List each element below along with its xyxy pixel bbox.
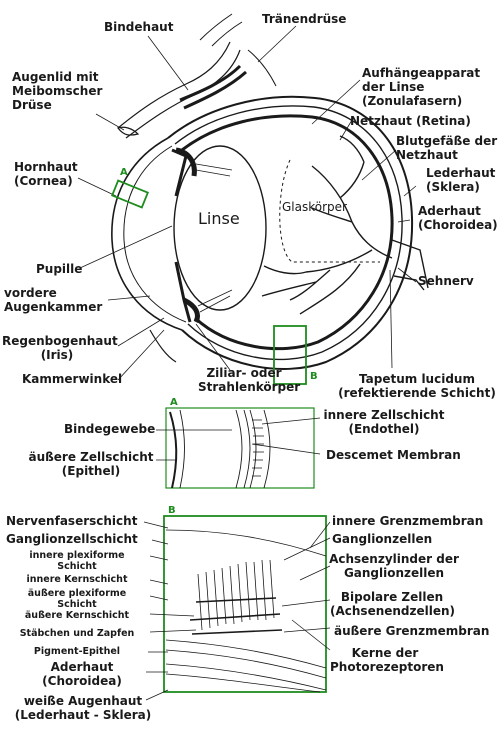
label-aufhaengeapparat: Aufhängeapparat der Linse (Zonulafasern) (362, 66, 481, 108)
label-kerne-photorezeptoren: Kerne der Photorezeptoren (330, 646, 444, 674)
tag-a-main: A (120, 167, 128, 178)
label-innere-zellschicht: innere Zellschicht (Endothel) (323, 408, 445, 436)
vitreous-dashed (279, 159, 380, 263)
panel-a-epithel (169, 411, 178, 489)
cornea-outline (111, 137, 183, 331)
tag-b-main: B (310, 371, 318, 382)
lens-shape (173, 145, 267, 311)
box-b-marker (273, 325, 307, 385)
label-traenendruese: Tränendrüse (262, 12, 347, 26)
label-aeussere-grenzmembran: äußere Grenzmembran (334, 624, 490, 638)
optic-nerve (391, 239, 429, 291)
label-linse: Linse (198, 209, 240, 228)
label-blutgefaesse: Blutgefäße der Netzhaut (396, 134, 498, 162)
label-ganglionzellen: Ganglionzellen (332, 532, 433, 546)
label-sehnerv: Sehnerv (418, 274, 474, 288)
label-aeussere-plexiforme: äußere plexiforme Schicht (27, 588, 127, 610)
tear-gland (179, 64, 247, 110)
iris-lower (174, 261, 192, 323)
label-kammerwinkel: Kammerwinkel (22, 372, 123, 386)
label-regenbogenhaut: Regenbogenhaut (Iris) (2, 334, 118, 362)
label-lederhaut: Lederhaut (Sklera) (426, 166, 496, 194)
label-descemet: Descemet Membran (326, 448, 461, 462)
panel-a-frame (165, 407, 315, 489)
label-staebchen-zapfen: Stäbchen und Zapfen (19, 628, 135, 639)
label-nervenfaserschicht: Nervenfaserschicht (6, 514, 138, 528)
panel-a-layers (179, 409, 271, 489)
label-glaskoerper: Glaskörper (282, 200, 347, 214)
label-ziliarkoerper: Ziliar- oder Strahlenkörper (198, 366, 301, 394)
label-aderhaut-b: Aderhaut (Choroidea) (42, 660, 122, 688)
cornea-inner (123, 145, 187, 323)
label-ganglionzellschicht: Ganglionzellschicht (6, 532, 138, 546)
label-pigment-epithel: Pigment-Epithel (33, 646, 121, 657)
panel-b-layers (165, 529, 327, 693)
sclera-outline (167, 95, 414, 370)
label-aeussere-zellschicht: äußere Zellschicht (Epithel) (28, 450, 154, 478)
label-bipolare-zellen: Bipolare Zellen (Achsenendzellen) (330, 590, 456, 618)
ciliary-body-top (175, 147, 197, 177)
panel-b-cells (189, 597, 283, 635)
panel-a-cells (252, 419, 264, 477)
zonula-fibers (195, 163, 233, 313)
label-innere-grenzmembran: innere Grenzmembran (332, 514, 484, 528)
label-netzhaut: Netzhaut (Retina) (350, 114, 471, 128)
label-augenlid: Augenlid mit Meibomscher Drüse (12, 70, 103, 112)
label-bindehaut: Bindehaut (104, 20, 174, 34)
panel-b-frame (163, 515, 327, 693)
label-weisse-augenhaut: weiße Augenhaut (Lederhaut - Sklera) (14, 694, 152, 722)
label-bindegewebe: Bindegewebe (64, 422, 156, 436)
retinal-vessels (261, 135, 393, 315)
label-vordere-augenkammer: vordere Augenkammer (4, 286, 103, 314)
label-aderhaut: Aderhaut (Choroidea) (418, 204, 498, 232)
meibom-gland (117, 126, 140, 136)
ciliary-body-bottom (182, 297, 200, 324)
box-a-marker (110, 179, 150, 209)
label-pupille: Pupille (36, 262, 83, 276)
label-aeussere-kernschicht: äußere Kernschicht (24, 610, 130, 621)
label-innere-kernschicht: innere Kernschicht (26, 574, 128, 585)
label-tapetum: Tapetum lucidum (refektierende Schicht) (338, 372, 496, 400)
conjunctiva (199, 13, 277, 87)
choroid-outline (174, 105, 403, 361)
tag-b-panel: B (168, 505, 176, 516)
retina-outline (181, 114, 394, 351)
label-hornhaut: Hornhaut (Cornea) (14, 160, 78, 188)
lower-lid (149, 329, 177, 363)
tag-a-panel: A (170, 397, 178, 408)
label-achsenzylinder: Achsenzylinder der Ganglionzellen (329, 552, 459, 580)
label-innere-plexiforme: innere plexiforme Schicht (29, 550, 125, 572)
